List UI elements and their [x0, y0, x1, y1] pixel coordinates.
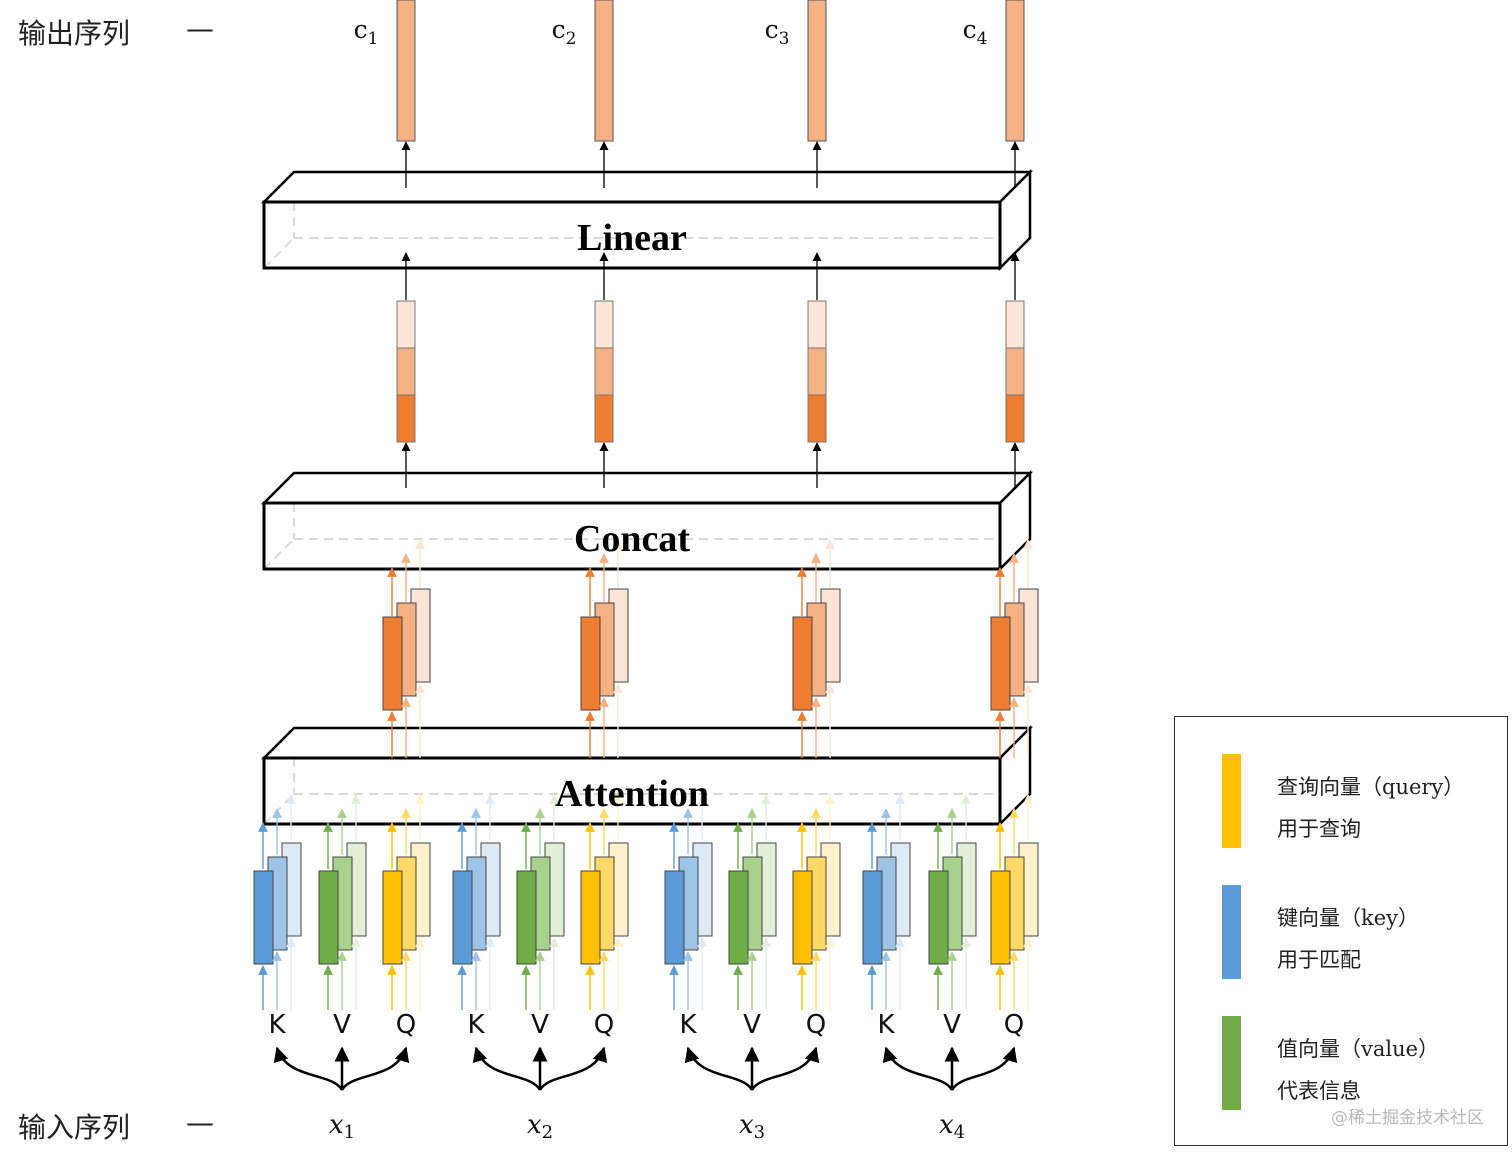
legend-box: 查询向量（query） 用于查询 键向量（key） 用于匹配 值向量（value… — [1174, 716, 1508, 1146]
v-vector-2-1 — [516, 870, 537, 965]
output-sequence-label: 输出序列 — [18, 17, 131, 50]
input-sequence-dash: — — [186, 1106, 214, 1139]
output-vector-c3 — [807, 0, 827, 142]
concat-part-light-2 — [594, 300, 614, 349]
input-label-x4: x4 — [939, 1110, 965, 1143]
kvq-label-v-1: V — [333, 1010, 351, 1040]
head-output-vector-3-1 — [792, 616, 813, 711]
layer-label-linear: Linear — [577, 217, 687, 259]
head-output-vector-4-1 — [990, 616, 1011, 711]
k-vector-1-1 — [253, 870, 274, 965]
input-sequence-label: 输入序列 — [18, 1111, 131, 1144]
concat-part-mid-3 — [807, 347, 827, 396]
legend-query-title: 查询向量（query） — [1277, 775, 1465, 799]
output-vector-c4 — [1005, 0, 1025, 142]
branch-arrow-q-2 — [538, 1046, 608, 1091]
legend-swatch-key — [1222, 885, 1241, 979]
branch-arrow-k-2 — [472, 1046, 542, 1091]
concat-part-light-4 — [1005, 300, 1025, 349]
q-vector-4-1 — [990, 870, 1011, 965]
branch-arrow-q-4 — [950, 1046, 1018, 1091]
legend-query-desc: 用于查询 — [1277, 817, 1361, 841]
output-label-c1: c1 — [354, 15, 379, 49]
legend-key-desc: 用于匹配 — [1277, 948, 1361, 972]
head-output-vector-2-1 — [580, 616, 601, 711]
legend-value-title: 值向量（value） — [1277, 1037, 1440, 1061]
linear-layer-box — [260, 168, 1034, 272]
concat-part-mid-2 — [594, 347, 614, 396]
branch-arrow-q-1 — [340, 1046, 410, 1091]
output-vector-c1 — [396, 0, 416, 142]
kvq-label-q-1: Q — [396, 1010, 416, 1040]
output-sequence-dash: — — [186, 12, 214, 45]
kvq-label-k-4: K — [877, 1010, 895, 1040]
concat-part-dark-1 — [396, 394, 416, 443]
q-vector-3-1 — [792, 870, 813, 965]
v-vector-4-1 — [928, 870, 949, 965]
q-vector-2-1 — [580, 870, 601, 965]
concat-part-mid-1 — [396, 347, 416, 396]
branch-arrow-q-3 — [750, 1046, 820, 1091]
k-vector-2-1 — [452, 870, 473, 965]
kvq-label-v-3: V — [743, 1010, 761, 1040]
legend-swatch-query — [1222, 754, 1241, 848]
legend-value-desc: 代表信息 — [1277, 1079, 1361, 1103]
branch-arrow-k-4 — [882, 1046, 954, 1091]
concat-part-dark-4 — [1005, 394, 1025, 443]
output-vector-c2 — [594, 0, 614, 142]
input-label-x1: x1 — [329, 1110, 355, 1143]
kvq-label-q-3: Q — [806, 1010, 826, 1040]
k-vector-4-1 — [862, 870, 883, 965]
kvq-label-k-3: K — [679, 1010, 697, 1040]
output-label-c3: c3 — [765, 15, 790, 49]
kvq-label-q-4: Q — [1004, 1010, 1024, 1040]
branch-arrow-k-3 — [684, 1046, 754, 1091]
layer-label-attention: Attention — [555, 773, 709, 815]
k-vector-3-1 — [664, 870, 685, 965]
kvq-label-v-4: V — [943, 1010, 961, 1040]
legend-key-title: 键向量（key） — [1277, 906, 1420, 930]
kvq-label-q-2: Q — [594, 1010, 614, 1040]
concat-layer-box — [260, 469, 1034, 573]
kvq-label-k-2: K — [467, 1010, 485, 1040]
output-label-c4: c4 — [963, 15, 988, 49]
branch-arrow-k-1 — [273, 1046, 344, 1091]
kvq-label-k-1: K — [268, 1010, 286, 1040]
legend-swatch-value — [1222, 1016, 1241, 1110]
q-vector-1-1 — [382, 870, 403, 965]
concat-part-mid-4 — [1005, 347, 1025, 396]
input-label-x2: x2 — [527, 1110, 553, 1143]
layer-label-concat: Concat — [574, 518, 690, 560]
concat-part-dark-3 — [807, 394, 827, 443]
input-label-x3: x3 — [739, 1110, 765, 1143]
v-vector-1-1 — [318, 870, 339, 965]
concat-part-light-1 — [396, 300, 416, 349]
head-output-vector-1-1 — [382, 616, 403, 711]
concat-part-light-3 — [807, 300, 827, 349]
v-vector-3-1 — [728, 870, 749, 965]
attention-layer-box — [260, 724, 1034, 828]
concat-part-dark-2 — [594, 394, 614, 443]
output-label-c2: c2 — [552, 15, 577, 49]
kvq-label-v-2: V — [531, 1010, 549, 1040]
watermark: @稀土掘金技术社区 — [1331, 1108, 1484, 1128]
